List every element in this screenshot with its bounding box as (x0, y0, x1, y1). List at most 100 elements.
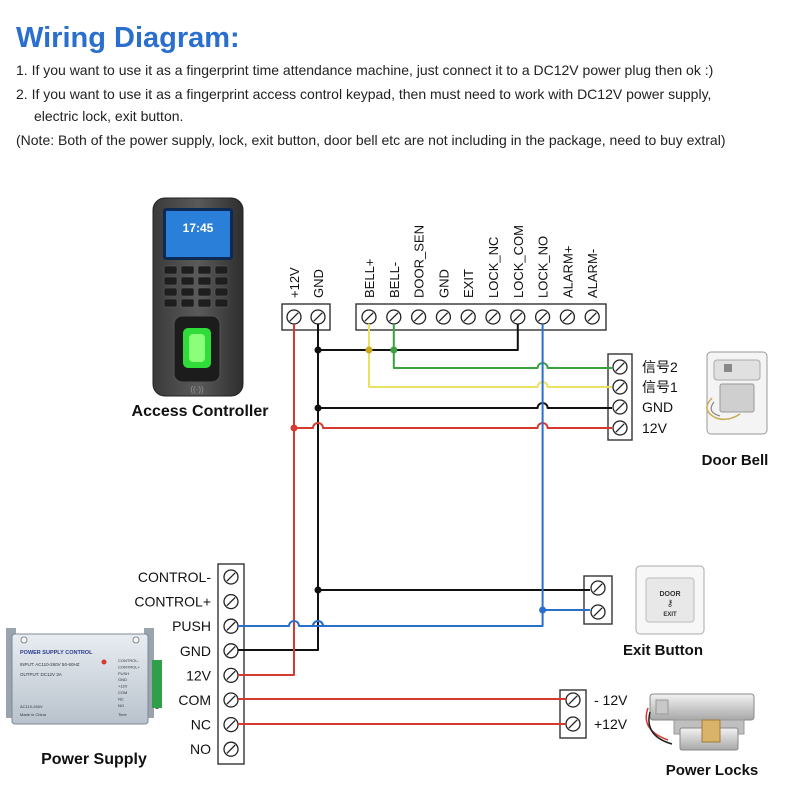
svg-text:DOOR: DOOR (660, 591, 681, 598)
psu-box-terminal-label: GND (118, 677, 127, 682)
lock-terminal-screw (565, 716, 581, 732)
main-terminal-screw (534, 309, 551, 325)
power-lock-device (645, 693, 755, 751)
key-icon: ⚷ (667, 598, 674, 608)
note-line-2-cont: electric lock, exit button. (34, 108, 184, 124)
wire-junction (314, 404, 322, 412)
main-terminal-screw (386, 309, 402, 325)
door-bell-device (706, 351, 768, 435)
psu-box-terminal-label: +12V (118, 684, 128, 689)
keypad-key (214, 276, 229, 286)
main-terminal-label: ALARM- (585, 249, 600, 298)
keypad-key (197, 298, 212, 308)
keypad-key (163, 287, 178, 297)
exit-button-label: Exit Button (623, 642, 703, 659)
doorbell-terminal-label: 12V (642, 420, 668, 436)
note-line-2: 2. If you want to use it as a fingerprin… (16, 86, 712, 102)
psu-terminal-screw (223, 643, 239, 659)
doorbell-terminal-screw (612, 399, 628, 415)
wire-junction (390, 346, 398, 354)
lock-no-wire (312, 324, 544, 627)
keypad-key (214, 287, 229, 297)
doorbell-terminal-screw (612, 420, 628, 436)
main-terminal-label: BELL+ (362, 259, 377, 298)
doorbell-terminal-label: 信号1 (642, 379, 678, 395)
psu-box-terminal-label: NC (118, 696, 124, 701)
main-terminal-screw (460, 309, 476, 325)
main-terminal-label: EXIT (461, 269, 476, 298)
main-terminal-screw (584, 309, 600, 325)
psu-terminal-label: NO (190, 741, 211, 757)
push-wire (238, 620, 543, 627)
main-terminal-label: GND (436, 269, 451, 298)
main-terminal-label: LOCK_NO (536, 236, 551, 298)
svg-text:Time: Time (118, 712, 128, 717)
svg-text:POWER SUPPLY CONTROL: POWER SUPPLY CONTROL (20, 650, 93, 656)
psu-terminal-label: GND (180, 643, 211, 659)
keypad (163, 265, 229, 308)
lock-com-wire (318, 324, 519, 351)
doorbell-12v-wire (294, 422, 612, 429)
plus12v-wire-main (238, 324, 295, 676)
psu-terminal-screw (223, 593, 239, 610)
access-controller-device: 17:45 ((·)) (152, 197, 244, 397)
power-supply-label: Power Supply (41, 751, 147, 768)
doorbell-terminal-label: 信号2 (642, 359, 678, 375)
psu-terminal-screw (223, 716, 239, 733)
doorbell-terminal-screw (612, 379, 628, 395)
power-supply-device: POWER SUPPLY CONTROL INPUT: AC110-260V 5… (6, 628, 162, 725)
wires (238, 324, 612, 725)
doorbell-terminal-label: GND (642, 399, 673, 415)
main-terminal-label: LOCK_COM (511, 225, 526, 298)
psu-terminal-label: COM (178, 692, 211, 708)
psu-terminal-label: CONTROL+ (134, 594, 211, 610)
lock-terminal-screw (565, 692, 581, 708)
psu-box-terminal-label: PUSH (118, 671, 129, 676)
main-terminal-label: LOCK_NC (486, 237, 501, 298)
exit-button-device: DOOR ⚷ EXIT (635, 565, 705, 635)
keypad-key (163, 276, 178, 286)
psu-box-terminal-label: NO (118, 703, 124, 708)
keypad-key (214, 265, 229, 275)
bell-plus-wire (368, 324, 612, 388)
svg-text:Made in China: Made in China (20, 712, 47, 717)
wire-junction (314, 346, 322, 354)
keypad-key (180, 276, 195, 286)
lock-terminal-label: - 12V (594, 692, 628, 708)
psu-terminal-label: NC (191, 717, 211, 733)
keypad-key (214, 298, 229, 308)
wire-junction (290, 424, 298, 432)
keypad-key (180, 298, 195, 308)
power-terminal-label: GND (311, 269, 326, 298)
main-terminal-screw (559, 309, 576, 325)
exit-terminal-screw (590, 604, 606, 620)
keypad-key (180, 287, 195, 297)
psu-box-terminal-label: COM (118, 690, 127, 695)
diagram-title: Wiring Diagram: (16, 22, 240, 54)
keypad-key (197, 265, 212, 275)
psu-terminal-screw (223, 692, 239, 708)
device-clock: 17:45 (183, 221, 214, 235)
keypad-key (197, 276, 212, 286)
psu-terminal-screw (223, 741, 239, 757)
power-locks-label: Power Locks (666, 762, 759, 779)
keypad-key (163, 265, 178, 275)
wire-junction (539, 606, 547, 614)
main-terminal-screw (510, 309, 526, 325)
main-terminal-screw (410, 309, 427, 325)
access-controller-label: Access Controller (132, 403, 269, 420)
psu-terminal-label: PUSH (172, 618, 211, 634)
main-terminal-screw (485, 309, 501, 325)
doorbell-gnd-wire (318, 402, 612, 409)
main-terminal-label: ALARM+ (560, 246, 575, 298)
main-terminal-label: DOOR_SEN (412, 225, 427, 298)
doorbell-terminal-screw (612, 359, 628, 375)
main-terminal-label: BELL- (387, 262, 402, 298)
psu-box-terminal-label: CONTROL- (118, 658, 140, 663)
power-terminal-screw (286, 309, 302, 325)
psu-terminal-screw (223, 569, 239, 585)
psu-terminal-screw (223, 667, 239, 684)
psu-terminal-label: 12V (186, 667, 212, 683)
lock-terminal-label: +12V (594, 716, 628, 732)
